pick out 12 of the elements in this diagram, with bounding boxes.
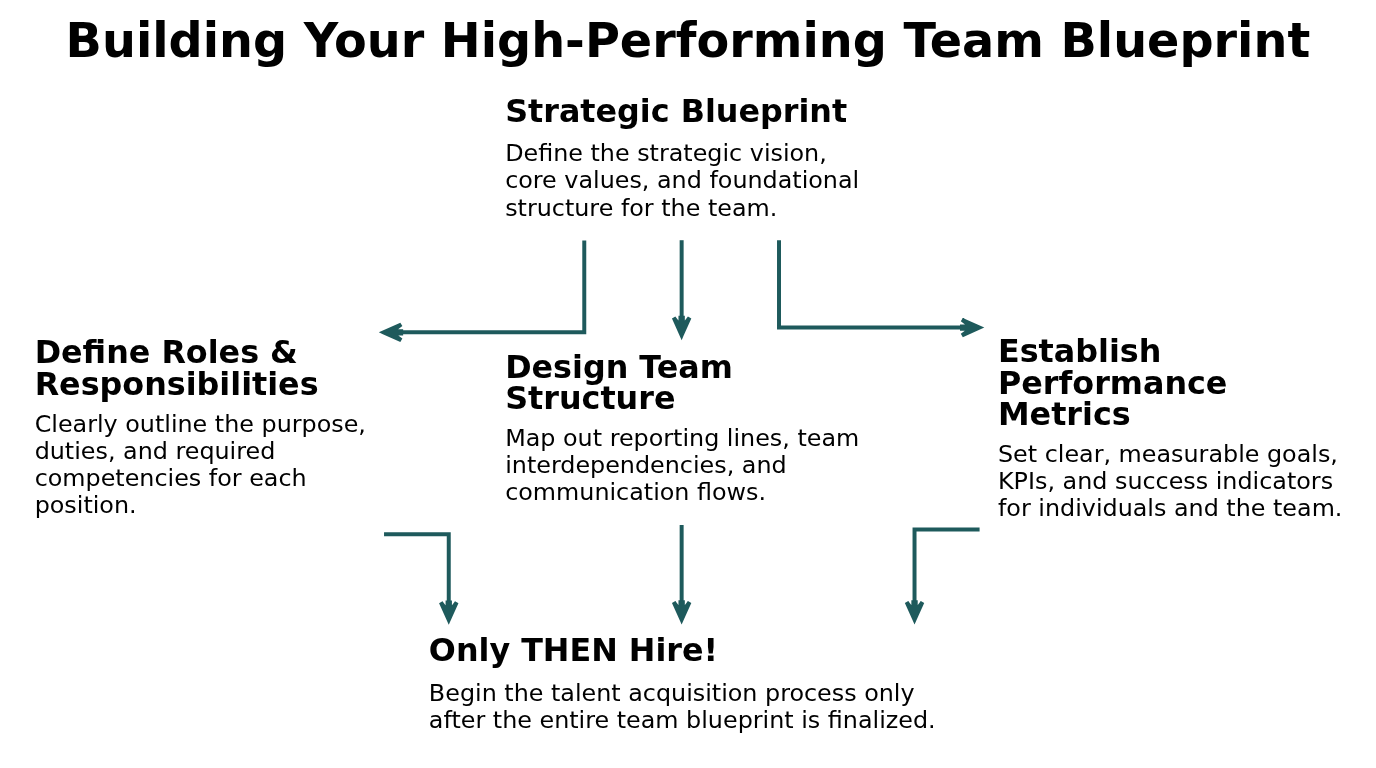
arrow <box>671 524 692 622</box>
node-text: Only THEN Hire! Begin the talent acquisition process only after the entire team blueprint is finalized. <box>428 631 936 735</box>
node-text: Define Roles & Responsibilities Clearly outline the purpose, duties, and required competencies for each position. <box>34 333 366 519</box>
node-text: Design Team Structure Map out reporting lines, team interdependencies, and communication flows. <box>505 347 860 507</box>
arrow <box>384 532 459 622</box>
arrow <box>381 240 587 343</box>
diagram-title: Building Your High-Performing Team Blueprint <box>65 13 1311 69</box>
node-text: Strategic Blueprint Define the strategic vision, core values, and foundational structure for the team. <box>505 91 860 222</box>
arrow <box>671 240 692 338</box>
node-text: Establish Performance Metrics Set clear, measurable goals, KPIs, and success indicators for individuals and the team. <box>997 331 1343 522</box>
arrow <box>777 240 982 338</box>
arrow <box>904 527 980 622</box>
